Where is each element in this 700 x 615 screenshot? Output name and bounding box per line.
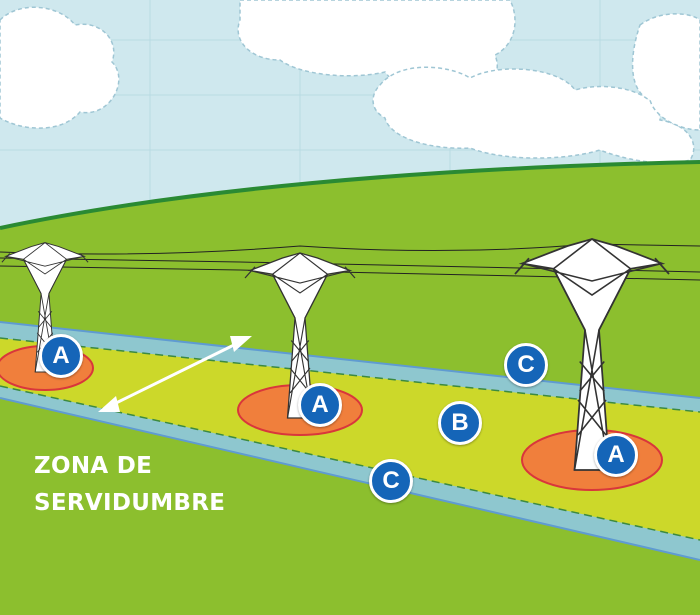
marker-b-corridor: B bbox=[438, 401, 482, 445]
marker-a-tower-2: A bbox=[298, 383, 342, 427]
marker-a-tower-1: A bbox=[39, 334, 83, 378]
zone-label-line-2: SERVIDUMBRE bbox=[34, 490, 226, 516]
double-arrow bbox=[98, 336, 252, 412]
marker-c-bottom-strip: C bbox=[369, 459, 413, 503]
zone-label-line-1: ZONA DE bbox=[34, 453, 153, 479]
strip-border-bottom bbox=[0, 397, 700, 561]
zone-label: ZONA DE SERVIDUMBRE bbox=[34, 448, 225, 522]
corridor bbox=[0, 338, 700, 540]
marker-c-top-strip: C bbox=[504, 343, 548, 387]
clouds bbox=[0, 0, 700, 164]
horizon-line bbox=[0, 160, 700, 230]
marker-a-tower-3: A bbox=[594, 433, 638, 477]
